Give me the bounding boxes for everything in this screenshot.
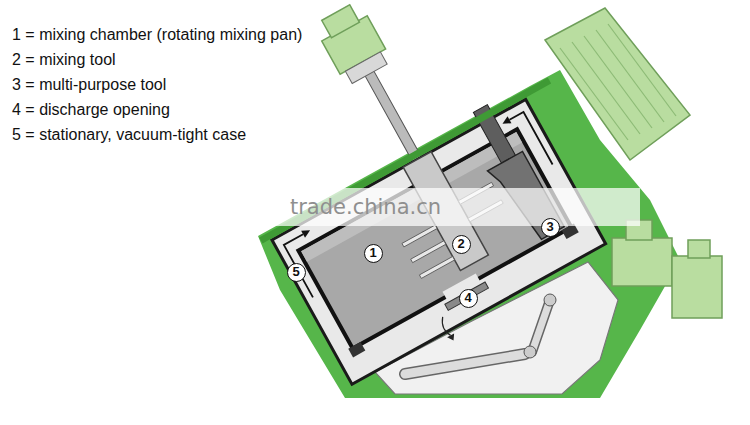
callout-number: 3: [541, 218, 560, 237]
tank-cap: [688, 240, 710, 258]
fin: [572, 42, 640, 134]
watermark-band: [272, 188, 640, 226]
gearbox: [345, 52, 387, 84]
motor-fan: [322, 5, 360, 38]
hydraulic-cylinder-body: [405, 354, 525, 374]
lever-arm-body: [532, 300, 550, 352]
arrow-head: [301, 227, 312, 238]
tool-blade: [402, 225, 437, 247]
legend-entry: 3 = multi-purpose tool: [12, 75, 166, 95]
fin: [560, 48, 628, 140]
hydraulic-cylinder: [405, 354, 525, 374]
drive-motor: [545, 8, 690, 160]
watermark: trade.china.cn: [290, 194, 441, 220]
fin: [608, 24, 676, 116]
callout-number: 1: [364, 244, 383, 263]
oil-tank: [672, 256, 722, 318]
tool-blade: [419, 256, 454, 278]
tool-blade: [411, 241, 446, 263]
pump-unit: [612, 238, 672, 286]
door-swing-arrow: [439, 317, 453, 337]
arrow-head: [447, 333, 457, 342]
lever-arm: [532, 300, 550, 352]
motor-fins: [560, 24, 676, 140]
callout-number: 2: [452, 235, 471, 254]
mixing-pan: [298, 129, 571, 348]
fin: [584, 36, 652, 128]
legend-entry: 2 = mixing tool: [12, 50, 116, 70]
callout-number: 5: [287, 263, 306, 282]
pivot: [544, 294, 556, 306]
bearing: [348, 342, 365, 358]
arrow-head: [501, 116, 512, 127]
flow-arrow: [509, 112, 552, 172]
discharge-door: [445, 282, 489, 310]
legend-entry: 4 = discharge opening: [12, 100, 170, 120]
legend-entry: 1 = mixing chamber (rotating mixing pan): [12, 25, 302, 45]
legend-entry: 5 = stationary, vacuum-tight case: [12, 125, 246, 145]
flow-arrow: [284, 234, 332, 297]
callout-number: 4: [459, 289, 478, 308]
fin: [596, 30, 664, 122]
pivot: [524, 346, 536, 358]
